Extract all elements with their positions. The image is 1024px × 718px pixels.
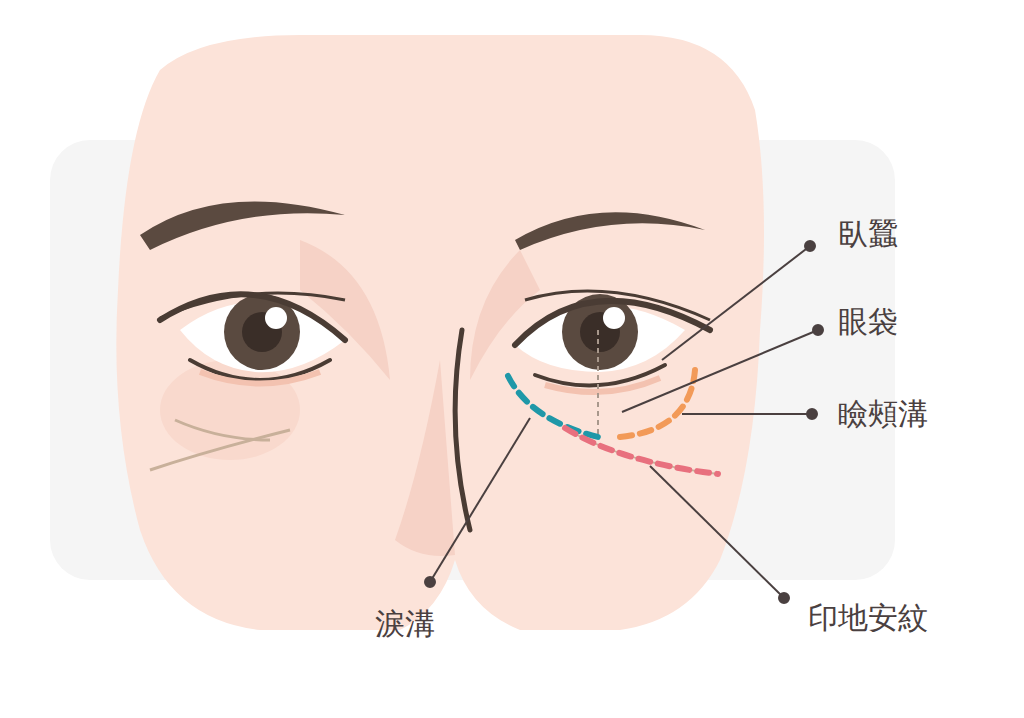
eyebrow	[515, 212, 705, 250]
part-label: 眼袋	[838, 304, 898, 340]
eye-axis	[597, 330, 599, 436]
lid-cheek-groove-line	[620, 370, 695, 437]
face-shape	[116, 35, 764, 630]
nose-line	[455, 330, 470, 530]
part-label: 瞼頰溝	[838, 396, 928, 432]
eye-socket-shadow	[470, 250, 540, 380]
part-label: 臥蠶	[838, 216, 898, 252]
tear-trough-line	[508, 376, 598, 437]
right-eye	[515, 291, 710, 392]
leader-lines	[425, 241, 823, 603]
indian-line-guide	[565, 428, 718, 474]
part-label: 印地安紋	[808, 600, 928, 636]
left-eye	[150, 293, 345, 470]
indian-line	[565, 428, 718, 474]
nose-shadow	[395, 360, 455, 556]
eyebrow	[140, 201, 345, 250]
part-label: 淚溝	[375, 606, 435, 642]
